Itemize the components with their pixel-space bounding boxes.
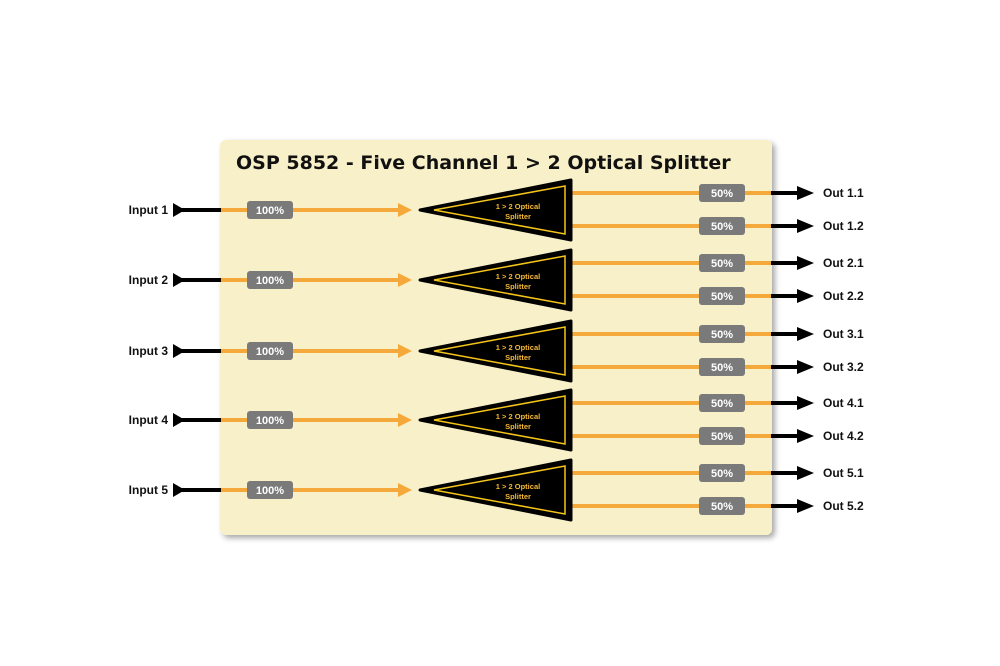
diagram-title: OSP 5852 - Five Channel 1 > 2 Optical Sp… — [236, 152, 731, 174]
output-level: 50% — [711, 398, 733, 410]
input-level: 100% — [256, 275, 284, 287]
fiber-arrow-icon — [398, 273, 412, 287]
splitter-triangle — [418, 248, 573, 312]
input-level: 100% — [256, 485, 284, 497]
input-level-badge — [247, 342, 293, 360]
input-label: Input 1 — [129, 203, 169, 217]
splitter-label: 1 > 2 Optical — [496, 412, 540, 421]
output-arrow-icon — [797, 186, 814, 200]
splitter-label: 1 > 2 Optical — [496, 343, 540, 352]
output-label: Out 5.2 — [823, 499, 864, 513]
output-level-badge — [699, 497, 745, 515]
output-arrow-icon — [797, 360, 814, 374]
output-level-badge — [699, 254, 745, 272]
output-level-badge — [699, 184, 745, 202]
output-level: 50% — [711, 431, 733, 443]
output-level: 50% — [711, 291, 733, 303]
input-label: Input 2 — [129, 273, 169, 287]
splitter-label: Splitter — [505, 492, 531, 501]
splitter-label: 1 > 2 Optical — [496, 482, 540, 491]
input-connector-icon — [173, 483, 185, 497]
input-level-badge — [247, 411, 293, 429]
output-arrow-icon — [797, 396, 814, 410]
splitter-outline — [433, 185, 566, 235]
output-label: Out 3.1 — [823, 327, 864, 341]
splitter-label: Splitter — [505, 212, 531, 221]
output-level: 50% — [711, 258, 733, 270]
output-level: 50% — [711, 221, 733, 233]
input-level: 100% — [256, 415, 284, 427]
input-label: Input 5 — [129, 483, 169, 497]
splitter-triangle — [418, 388, 573, 452]
output-label: Out 4.1 — [823, 396, 864, 410]
output-arrow-icon — [797, 466, 814, 480]
channel-3: Input 3 100% 50% Out 3.1 50% Out 3.2 1 > 2 Opt… — [129, 319, 864, 383]
fiber-arrow-icon — [398, 413, 412, 427]
input-label: Input 4 — [129, 413, 169, 427]
splitter-outline — [433, 395, 566, 445]
output-label: Out 2.2 — [823, 289, 864, 303]
output-level-badge — [699, 427, 745, 445]
output-arrow-icon — [797, 327, 814, 341]
output-level-badge — [699, 325, 745, 343]
output-level: 50% — [711, 362, 733, 374]
fiber-arrow-icon — [398, 203, 412, 217]
output-level-badge — [699, 464, 745, 482]
output-level: 50% — [711, 188, 733, 200]
output-arrow-icon — [797, 256, 814, 270]
splitter-label: Splitter — [505, 353, 531, 362]
channel-2: Input 2 100% 50% Out 2.1 50% Out 2.2 1 > 2 Opt… — [129, 248, 864, 312]
splitter-outline — [433, 326, 566, 376]
input-connector-icon — [173, 413, 185, 427]
output-arrow-icon — [797, 499, 814, 513]
output-level: 50% — [711, 468, 733, 480]
output-label: Out 1.1 — [823, 186, 864, 200]
splitter-label: Splitter — [505, 422, 531, 431]
splitter-label: 1 > 2 Optical — [496, 272, 540, 281]
input-level-badge — [247, 481, 293, 499]
input-level-badge — [247, 201, 293, 219]
splitter-triangle — [418, 178, 573, 242]
input-level: 100% — [256, 346, 284, 358]
splitter-label: 1 > 2 Optical — [496, 202, 540, 211]
output-label: Out 3.2 — [823, 360, 864, 374]
output-arrow-icon — [797, 429, 814, 443]
output-arrow-icon — [797, 289, 814, 303]
input-connector-icon — [173, 203, 185, 217]
output-level-badge — [699, 217, 745, 235]
splitter-triangle — [418, 319, 573, 383]
output-arrow-icon — [797, 219, 814, 233]
input-level-badge — [247, 271, 293, 289]
output-label: Out 5.1 — [823, 466, 864, 480]
output-level-badge — [699, 394, 745, 412]
input-level: 100% — [256, 205, 284, 217]
output-level-badge — [699, 287, 745, 305]
output-level: 50% — [711, 329, 733, 341]
output-label: Out 4.2 — [823, 429, 864, 443]
output-level: 50% — [711, 501, 733, 513]
splitter-triangle — [418, 458, 573, 522]
input-label: Input 3 — [129, 344, 169, 358]
channel-5: Input 5 100% 50% Out 5.1 50% Out 5.2 1 > 2 Opt… — [129, 458, 864, 522]
splitter-outline — [433, 255, 566, 305]
channel-4: Input 4 100% 50% Out 4.1 50% Out 4.2 1 > 2 Opt… — [129, 388, 864, 452]
splitter-label: Splitter — [505, 282, 531, 291]
output-label: Out 1.2 — [823, 219, 864, 233]
output-label: Out 2.1 — [823, 256, 864, 270]
output-level-badge — [699, 358, 745, 376]
fiber-arrow-icon — [398, 344, 412, 358]
fiber-arrow-icon — [398, 483, 412, 497]
channel-1: Input 1 100% 50% Out 1.1 50% Out 1.2 1 > 2 Opt… — [129, 178, 864, 242]
input-connector-icon — [173, 344, 185, 358]
input-connector-icon — [173, 273, 185, 287]
splitter-outline — [433, 465, 566, 515]
